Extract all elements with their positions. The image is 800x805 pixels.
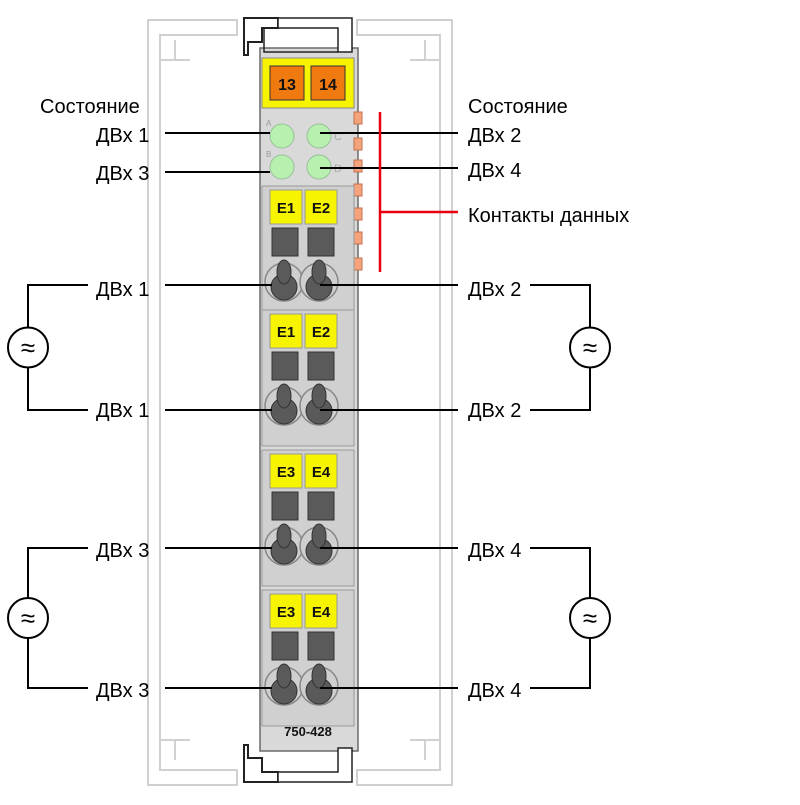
ac-source-icon <box>7 326 49 369</box>
led-b <box>269 154 295 180</box>
channel-label-box <box>304 593 338 629</box>
channel-label: E2 <box>312 324 330 341</box>
left-wire-loop: ≈ <box>7 547 272 689</box>
status-right-label: Состояние <box>468 96 568 118</box>
wire-label-right-3: ДВх 4 <box>468 540 522 562</box>
right-wire-loop: ≈ <box>320 284 611 411</box>
led-left-bottom-label: ДВх 3 <box>96 163 150 185</box>
wire-label-right-2: ДВх 2 <box>468 400 522 422</box>
release-button[interactable] <box>307 227 335 257</box>
terminal-14-label: 14 <box>319 77 337 94</box>
channel-label: E1 <box>277 200 295 217</box>
data-contacts <box>353 111 363 271</box>
led-right-bottom-label: ДВх 4 <box>468 160 522 182</box>
wire-label-left-2: ДВх 1 <box>96 400 150 422</box>
channel-label: E1 <box>277 324 295 341</box>
release-button[interactable] <box>307 491 335 521</box>
ac-symbol: ≈ <box>583 333 597 363</box>
channel-label-box <box>269 313 303 349</box>
channel-label-box <box>269 453 303 489</box>
channel-block: E1 E2 <box>261 185 355 323</box>
terminal-13-label: 13 <box>278 77 296 94</box>
ac-source-icon <box>569 597 611 639</box>
led-a <box>269 123 295 149</box>
release-button[interactable] <box>307 351 335 381</box>
channel-label: E4 <box>312 464 331 481</box>
wire-label-left-1: ДВх 1 <box>96 279 150 301</box>
release-button[interactable] <box>271 351 299 381</box>
channel-block: E1 E2 <box>261 309 355 447</box>
part-number: 750-428 <box>284 724 332 739</box>
channel-label-box <box>304 313 338 349</box>
led-c <box>306 123 332 149</box>
ac-symbol: ≈ <box>583 603 597 633</box>
led-left-top-label: ДВх 1 <box>96 125 150 147</box>
led-letter-a: A <box>266 119 272 128</box>
channel-label: E3 <box>277 604 295 621</box>
channel-label-box <box>304 189 338 225</box>
channel-label: E4 <box>312 604 331 621</box>
channel-block: E3 E4 <box>261 449 355 587</box>
wire-label-right-1: ДВх 2 <box>468 279 522 301</box>
ac-symbol: ≈ <box>21 333 35 363</box>
release-button[interactable] <box>271 491 299 521</box>
channel-label: E3 <box>277 464 295 481</box>
release-button[interactable] <box>271 227 299 257</box>
channel-label-box <box>304 453 338 489</box>
data-contacts-bracket <box>378 112 458 272</box>
led-letter-b: B <box>266 150 271 159</box>
data-contacts-label: Контакты данных <box>468 205 630 227</box>
ac-symbol: ≈ <box>21 603 35 633</box>
wire-label-left-3: ДВх 3 <box>96 540 150 562</box>
channel-label-box <box>269 189 303 225</box>
led-right-top-label: ДВх 2 <box>468 125 522 147</box>
ac-source-icon <box>7 597 49 639</box>
right-wire-loop: ≈ <box>320 547 611 689</box>
din-rail-outline <box>147 19 453 786</box>
channel-label: E2 <box>312 200 330 217</box>
channel-label-box <box>269 593 303 629</box>
ac-source-icon <box>569 326 611 369</box>
status-left-label: Состояние <box>40 96 140 118</box>
wire-label-right-4: ДВх 4 <box>468 680 522 702</box>
left-wire-loop: ≈ <box>7 284 272 411</box>
release-button[interactable] <box>271 631 299 661</box>
wire-label-left-4: ДВх 3 <box>96 680 150 702</box>
release-button[interactable] <box>307 631 335 661</box>
led-letter-c: C <box>334 131 342 143</box>
led-leader-lines <box>165 132 458 173</box>
channel-block: E3 E4 <box>261 589 355 727</box>
